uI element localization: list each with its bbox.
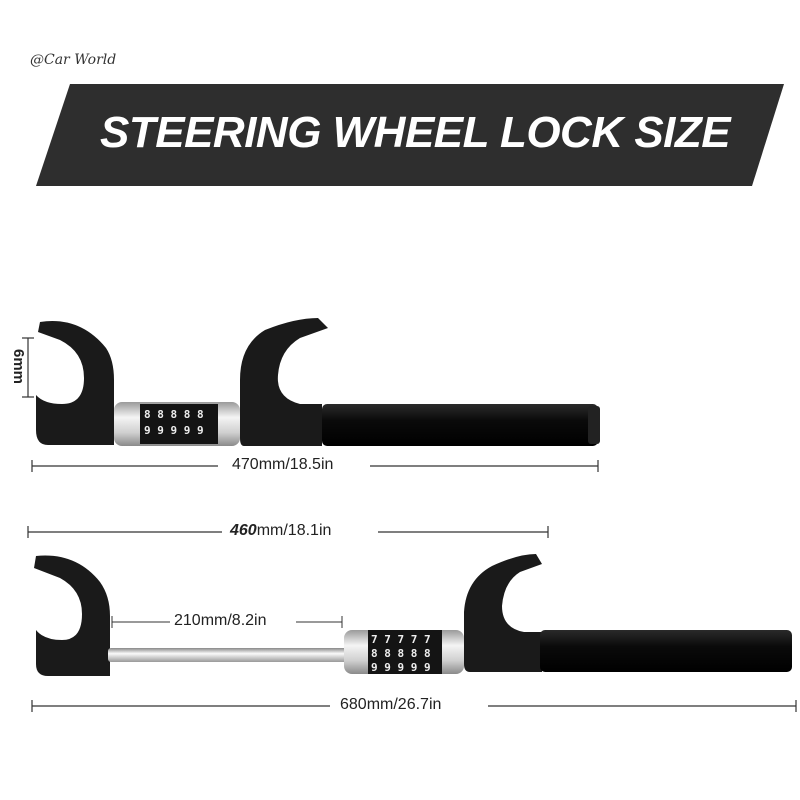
- height-label: 6mm: [10, 349, 27, 385]
- min-length-value: 460: [230, 522, 257, 539]
- min-length-unit: mm/18.1in: [256, 522, 332, 539]
- lock-bottom: 7 7 7 7 7 8 8 8 8 8 9 9 9 9 9: [27, 526, 797, 712]
- right-hook: [240, 318, 328, 446]
- svg-text:9 9 9 9 9: 9 9 9 9 9: [371, 661, 431, 674]
- banner-title: STEERING WHEEL LOCK SIZE: [100, 108, 731, 157]
- title-banner: [36, 84, 784, 186]
- min-length-label: 460mm/18.1in: [226, 522, 336, 540]
- right-hook: [464, 554, 542, 672]
- lock-top: 8 8 8 8 8 9 9 9 9 9: [22, 318, 600, 472]
- svg-text:9 9 9 9 9: 9 9 9 9 9: [144, 424, 204, 437]
- top-length-label: 470mm/18.5in: [228, 456, 338, 474]
- foam-grip: [322, 404, 598, 446]
- max-length-label: 680mm/26.7in: [336, 696, 446, 714]
- left-hook: [34, 555, 110, 676]
- svg-text:8 8 8 8 8: 8 8 8 8 8: [371, 647, 431, 660]
- svg-text:8 8 8 8 8: 8 8 8 8 8: [144, 408, 204, 421]
- extension-rod: [108, 648, 348, 662]
- extension-label: 210mm/8.2in: [170, 612, 271, 630]
- svg-text:7 7 7 7 7: 7 7 7 7 7: [371, 633, 431, 646]
- foam-grip: [540, 630, 792, 672]
- watermark-text: @Car World: [30, 52, 117, 68]
- dial-digits: 8 8 8 8 8 9 9 9 9 9: [144, 408, 204, 437]
- left-hook: [36, 321, 114, 445]
- dial-digits: 7 7 7 7 7 8 8 8 8 8 9 9 9 9 9: [371, 633, 431, 674]
